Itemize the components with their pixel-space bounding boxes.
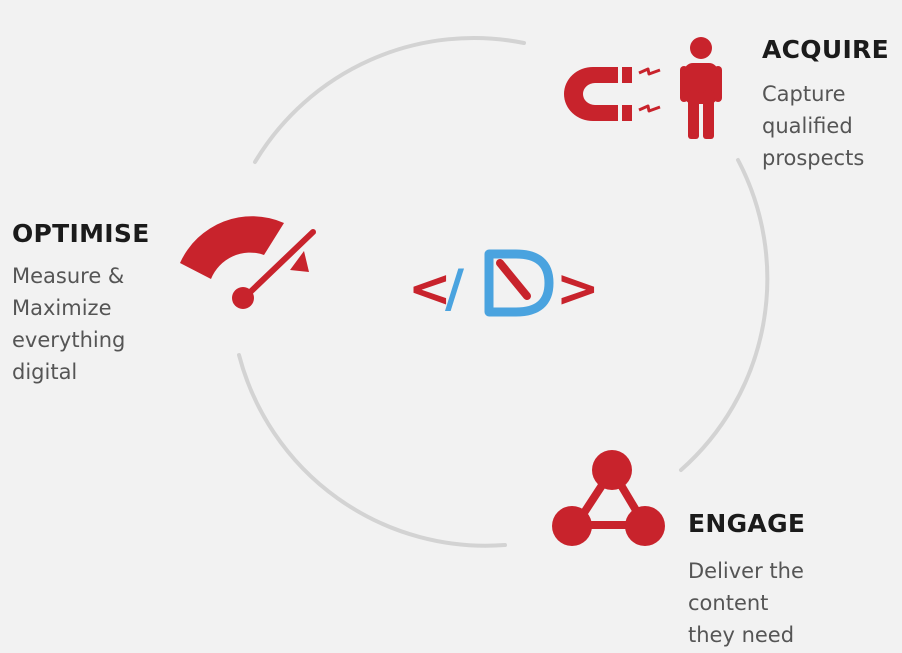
center-logo: < / > <box>408 249 600 319</box>
acquire-description: Capture qualified prospects <box>762 78 864 174</box>
ring-arc-right <box>679 158 770 472</box>
engage-title: ENGAGE <box>688 509 806 538</box>
acquire-title: ACQUIRE <box>762 35 889 64</box>
optimise-desc-line: Maximize <box>12 296 112 320</box>
cycle-ring <box>237 36 770 548</box>
spark-top-icon <box>638 67 661 76</box>
logo-slash: / <box>445 259 464 319</box>
optimise-title: OPTIMISE <box>12 219 150 248</box>
network-node-right <box>625 506 665 546</box>
network-share-icon <box>552 450 665 546</box>
optimise-description: Measure & Maximize everything digital <box>12 260 125 388</box>
acquire-desc-line: prospects <box>762 146 865 170</box>
engage-desc-line: they need <box>688 623 795 647</box>
magnet-attracting-person-icon <box>564 37 722 139</box>
logo-right-bracket: > <box>556 259 600 319</box>
engage-desc-line: Deliver the <box>688 559 804 583</box>
magnet-pole-bottom <box>622 105 632 121</box>
gauge-needle <box>241 229 316 301</box>
logo-left-bracket: < <box>408 259 452 319</box>
gauge-pivot <box>232 287 254 309</box>
optimise-desc-line: everything <box>12 328 126 352</box>
d-letter-logo-icon <box>484 249 554 317</box>
acquire-desc-line: Capture <box>762 82 846 106</box>
speedometer-gauge-icon <box>180 216 316 309</box>
magnet-pole-top <box>622 67 632 83</box>
ring-arc-bottom-left <box>237 353 507 548</box>
optimise-desc-line: Measure & <box>12 264 125 288</box>
network-node-top <box>592 450 632 490</box>
gauge-arc <box>180 216 284 279</box>
engage-desc-line: content <box>688 591 769 615</box>
acquire-desc-line: qualified <box>762 114 853 138</box>
optimise-desc-line: digital <box>12 360 78 384</box>
network-node-left <box>552 506 592 546</box>
gauge-tick <box>290 251 309 272</box>
magnet-icon <box>564 67 618 121</box>
person-icon <box>680 37 722 139</box>
spark-bottom-icon <box>638 104 661 113</box>
ring-arc-top <box>253 36 526 164</box>
engage-description: Deliver the content they need <box>688 555 804 651</box>
